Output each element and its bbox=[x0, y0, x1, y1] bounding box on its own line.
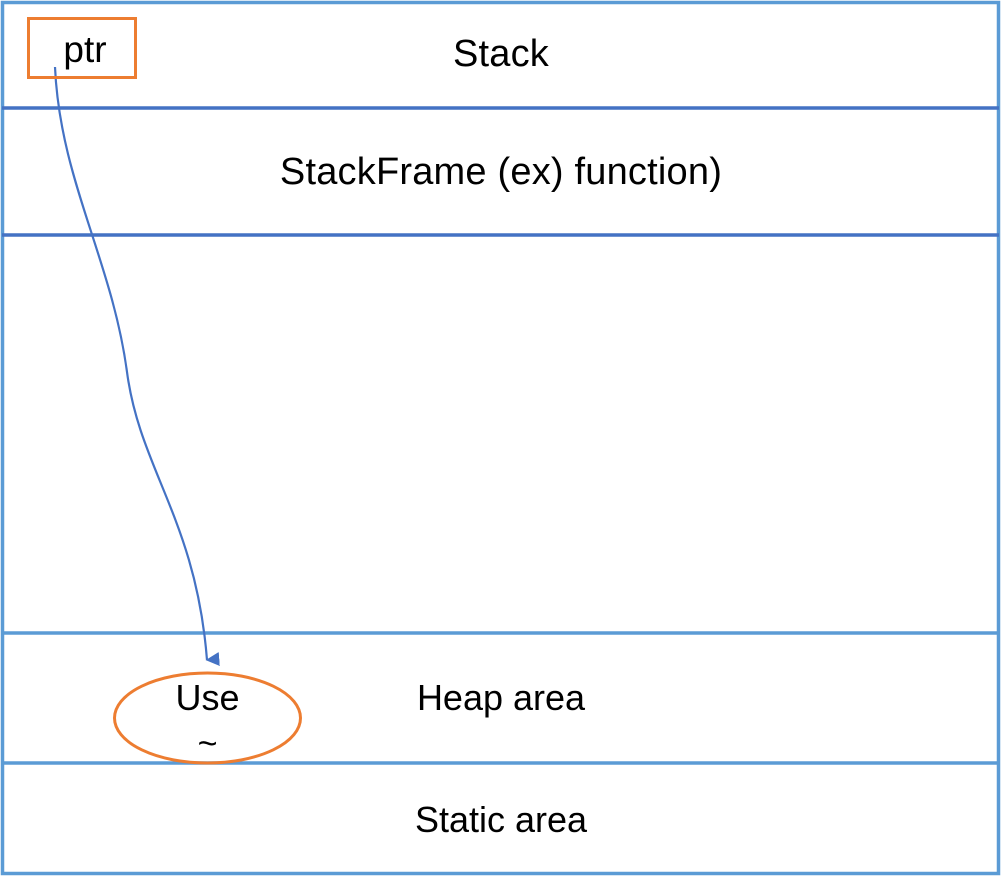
ptr-label: ptr bbox=[63, 29, 107, 70]
pointer-arrow bbox=[53, 66, 220, 667]
use-oval bbox=[113, 671, 302, 765]
ptr-variable-box[interactable]: ptr bbox=[27, 17, 137, 79]
